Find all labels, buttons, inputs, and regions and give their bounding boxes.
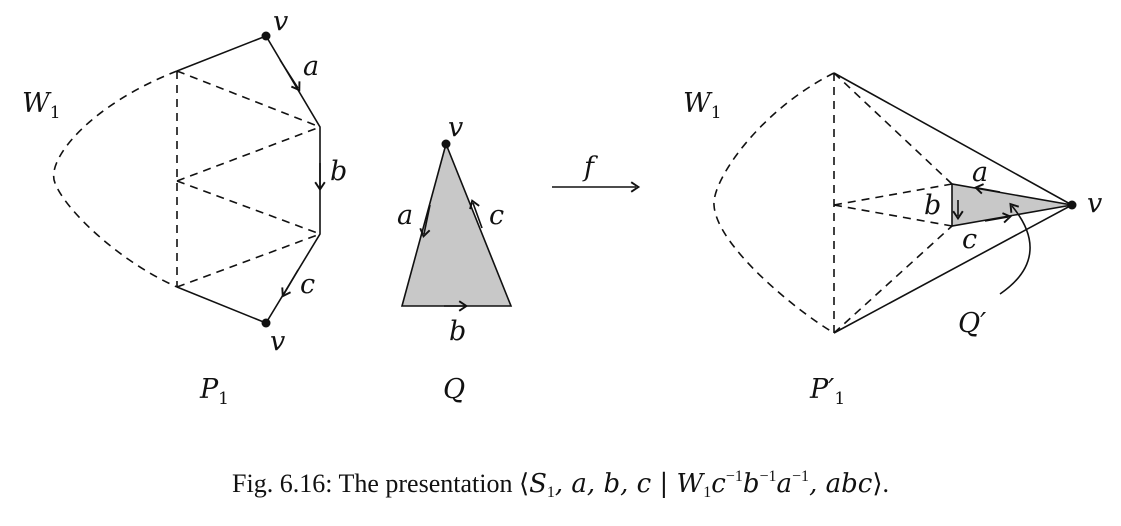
label-P1: P1 [199, 374, 229, 409]
vertex-v-top [261, 31, 271, 41]
triangle-Q-prime [951, 183, 1073, 227]
label-a-Q: a [397, 200, 413, 231]
label-v-Q: v [448, 112, 463, 143]
label-f: f [582, 152, 598, 183]
Q-prime-pointer [999, 202, 1031, 295]
label-c-right: c [962, 224, 977, 255]
polygon-P1 [52, 35, 326, 324]
triangle-Q [400, 141, 513, 312]
label-a-right: a [972, 157, 988, 188]
edge-c-arrow-right [984, 212, 1013, 224]
edge-a-arrow-right [973, 183, 1001, 195]
edge-c-arrow [281, 269, 299, 298]
label-Q: Q [443, 374, 465, 405]
label-P1-prime: P′1 [809, 374, 845, 409]
edge-a-arrow-Q [419, 204, 431, 239]
label-c-left: c [300, 269, 315, 300]
label-b-right: b [924, 190, 941, 221]
vertex-v-right [1067, 200, 1077, 210]
edge-a-arrow [279, 59, 301, 92]
label-a-left: a [303, 51, 319, 82]
label-v-top: v [273, 6, 288, 37]
label-Q-prime: Q′ [958, 308, 986, 339]
dashed-triangulation [176, 70, 321, 288]
label-v-right: v [1087, 188, 1102, 219]
label-W1-left: W1 [22, 88, 61, 123]
edge-c-arrow-Q [469, 199, 483, 229]
W1-dashed-arc-right [713, 72, 835, 334]
solid-boundary [176, 35, 321, 324]
vertex-v-Q [441, 139, 451, 149]
label-c-Q: c [489, 200, 504, 231]
W1-dashed-arc [52, 70, 178, 288]
vertex-v-bottom [261, 318, 271, 328]
figure-caption: Fig. 6.16: The presentation ⟨S1, a, b, c… [232, 468, 889, 501]
label-W1-right: W1 [683, 88, 722, 123]
dashed-triangulation-right [833, 72, 953, 334]
label-v-bottom: v [270, 326, 285, 357]
label-b-left: b [330, 156, 347, 187]
label-b-Q: b [449, 316, 466, 347]
